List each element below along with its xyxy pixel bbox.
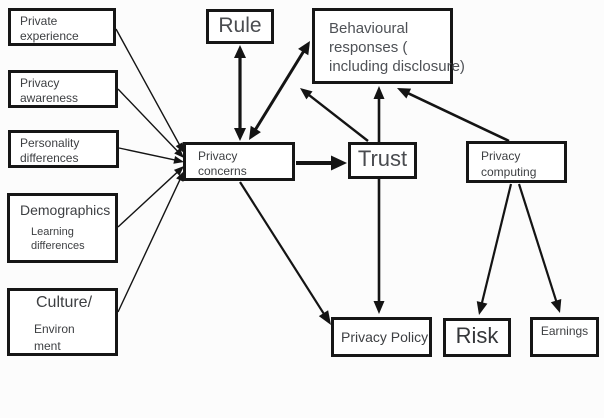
edge-privacy-computing-to-earnings bbox=[517, 183, 562, 313]
node-sublabel: Environ ment bbox=[34, 322, 75, 353]
edge-personality-differences-to-privacy-concerns bbox=[118, 147, 184, 164]
edge-demographics-to-privacy-concerns bbox=[117, 166, 184, 228]
node-label: Earnings bbox=[540, 324, 589, 338]
node-private-experience: Private experience bbox=[8, 8, 116, 46]
node-label: Privacy awareness bbox=[20, 76, 79, 105]
edge-privacy-concerns-behavioural-responses bbox=[249, 41, 310, 140]
node-privacy-computing: Privacy computing bbox=[466, 141, 567, 183]
edge-privacy-awareness-to-privacy-concerns bbox=[117, 88, 184, 158]
edge-privacy-concerns-to-trust bbox=[296, 155, 347, 171]
node-trust: Trust bbox=[348, 142, 417, 179]
node-earnings: Earnings bbox=[530, 317, 599, 357]
node-label: Behavioural responses ( including disclo… bbox=[329, 20, 465, 75]
node-label: Rule bbox=[218, 14, 262, 37]
node-culture: Culture/ Environ ment bbox=[7, 288, 118, 356]
node-privacy-awareness: Privacy awareness bbox=[8, 70, 118, 108]
node-label: Personality differences bbox=[20, 136, 80, 165]
node-rule: Rule bbox=[206, 9, 274, 44]
node-privacy-policy: Privacy Policy bbox=[331, 317, 432, 357]
node-personality-differences: Personality differences bbox=[8, 130, 119, 168]
edge-privacy-concerns-to-privacy-policy bbox=[239, 181, 331, 325]
edge-private-experience-to-privacy-concerns bbox=[115, 28, 184, 153]
node-label: Risk bbox=[455, 323, 499, 348]
node-sublabel: Learning differences bbox=[31, 226, 85, 252]
node-privacy-concerns: Privacy concerns bbox=[183, 142, 295, 181]
node-label: Demographics bbox=[20, 202, 111, 218]
node-label: Privacy computing bbox=[481, 149, 537, 179]
node-label: Trust bbox=[357, 146, 408, 171]
node-label: Private experience bbox=[20, 14, 79, 43]
node-label: Privacy Policy bbox=[341, 329, 429, 345]
edge-privacy-computing-to-behavioural-responses bbox=[397, 88, 510, 143]
edge-rule-privacy-concerns bbox=[234, 45, 246, 141]
edge-privacy-policy-behavioural-responses bbox=[373, 86, 385, 314]
node-label: Privacy concerns bbox=[198, 149, 247, 178]
edge-privacy-computing-to-risk bbox=[476, 183, 513, 315]
node-label: Culture/ bbox=[36, 294, 93, 311]
edge-culture-to-privacy-concerns bbox=[117, 171, 184, 313]
edge-trust-to-behavioural-responses bbox=[300, 88, 369, 142]
node-demographics: Demographics Learning differences bbox=[7, 193, 118, 263]
node-risk: Risk bbox=[443, 318, 511, 357]
node-behavioural-responses: Behavioural responses ( including disclo… bbox=[312, 8, 465, 84]
